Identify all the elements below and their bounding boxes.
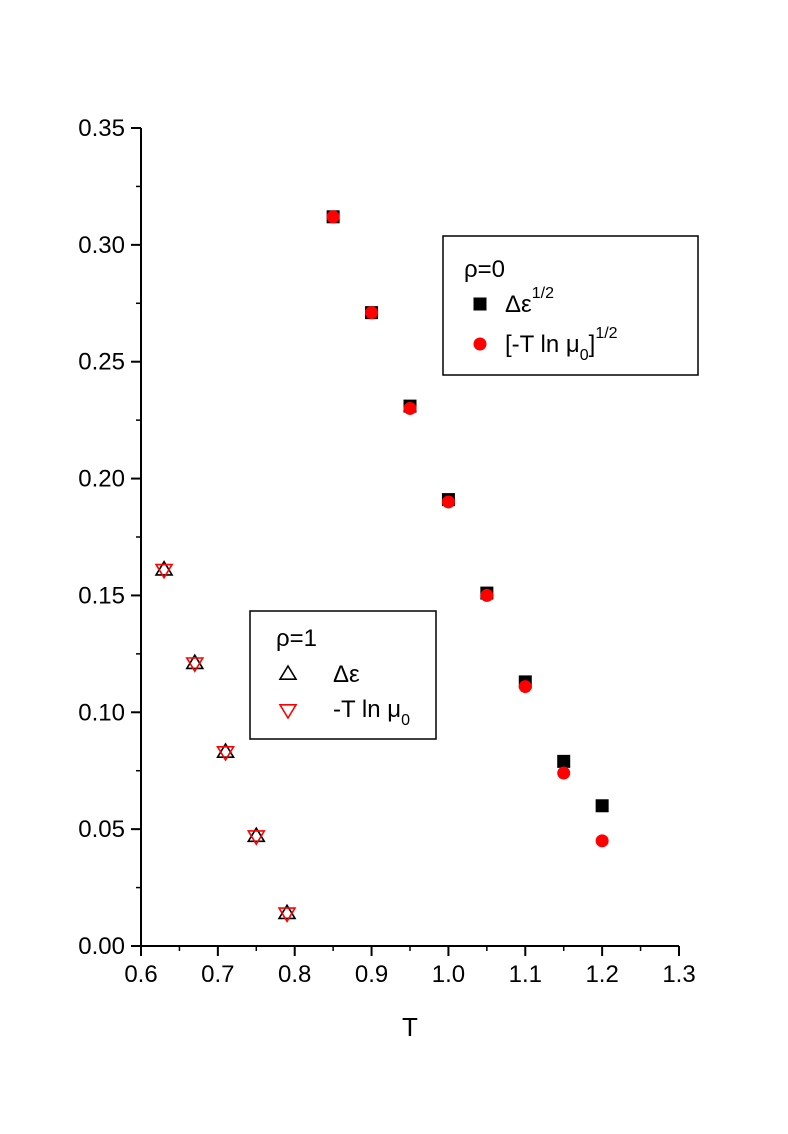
y-tick-label: 0.25	[78, 349, 125, 376]
circle-point	[365, 306, 379, 320]
legend-rho1: ρ=1 Δε -T ln μ0	[249, 610, 437, 740]
circle-point	[441, 495, 455, 509]
triangle-up-point	[154, 560, 174, 576]
triangle-down-point	[246, 830, 266, 846]
y-tick-label: 0.30	[78, 232, 125, 259]
legend-rho1-marker-1	[278, 664, 298, 681]
triangle-down-point	[185, 657, 205, 673]
x-tick-label: 0.6	[124, 961, 157, 988]
circle-point	[403, 401, 417, 415]
x-tick-label: 1.1	[509, 961, 542, 988]
legend-circle-marker	[473, 337, 487, 351]
y-tick-label: 0.05	[78, 816, 125, 843]
legend-triangle-down-marker	[278, 703, 298, 720]
x-axis-title: T	[402, 1012, 418, 1042]
triangle-up-point	[216, 742, 235, 759]
x-tick-label: 1.2	[585, 961, 618, 988]
triangle-down-point	[154, 563, 174, 580]
legend-rho1-label-2: -T ln μ0	[333, 696, 410, 729]
x-tick-label: 1.3	[662, 961, 695, 988]
triangle-down-point	[216, 746, 235, 762]
circle-point	[595, 834, 609, 848]
y-tick-label: 0.15	[78, 582, 125, 609]
legend-rho0-marker-2	[473, 337, 487, 351]
circle-point	[518, 680, 532, 694]
triangle-down-point	[277, 907, 297, 923]
x-tick-label: 0.8	[278, 961, 311, 988]
legend-rho0-marker-1	[473, 297, 487, 311]
legend-rho0-label-2: [-T ln μ0]1/2	[505, 325, 618, 364]
triangle-up-point	[277, 903, 297, 920]
legend-square-marker	[473, 297, 487, 311]
x-ticks: 0.6 0.7 0.8 0.9 1.0 1.1 1.2 1.3	[124, 946, 696, 988]
legend-rho0-heading: ρ=0	[464, 256, 505, 283]
y-tick-label: 0.20	[78, 466, 125, 493]
legend-rho1-box	[249, 610, 437, 740]
x-tick-label: 0.7	[201, 961, 234, 988]
circle-point	[557, 766, 571, 780]
x-tick-label: 1.0	[432, 961, 465, 988]
y-tick-label: 0.00	[78, 933, 125, 960]
legend-rho1-marker-2	[278, 703, 298, 720]
triangle-up-point	[185, 653, 205, 670]
data-points	[154, 210, 609, 923]
y-ticks: 0.00 0.05 0.10 0.15 0.20 0.25 0.30 0.35	[78, 115, 141, 960]
square-point	[595, 799, 609, 813]
legend-rho1-label-1: Δε	[333, 661, 360, 688]
square-point	[557, 754, 571, 768]
circle-point	[326, 210, 340, 224]
legend-rho0-label-1: Δε1/2	[505, 285, 554, 318]
circle-point	[480, 588, 494, 602]
legend-triangle-up-marker	[278, 664, 298, 681]
legend-rho1-heading: ρ=1	[276, 625, 317, 652]
legend-rho0: ρ=0 Δε1/2 [-T ln μ0]1/2	[442, 235, 699, 376]
y-tick-label: 0.10	[78, 699, 125, 726]
triangle-up-point	[246, 826, 266, 843]
x-tick-label: 0.9	[355, 961, 388, 988]
y-tick-label: 0.35	[78, 115, 125, 142]
